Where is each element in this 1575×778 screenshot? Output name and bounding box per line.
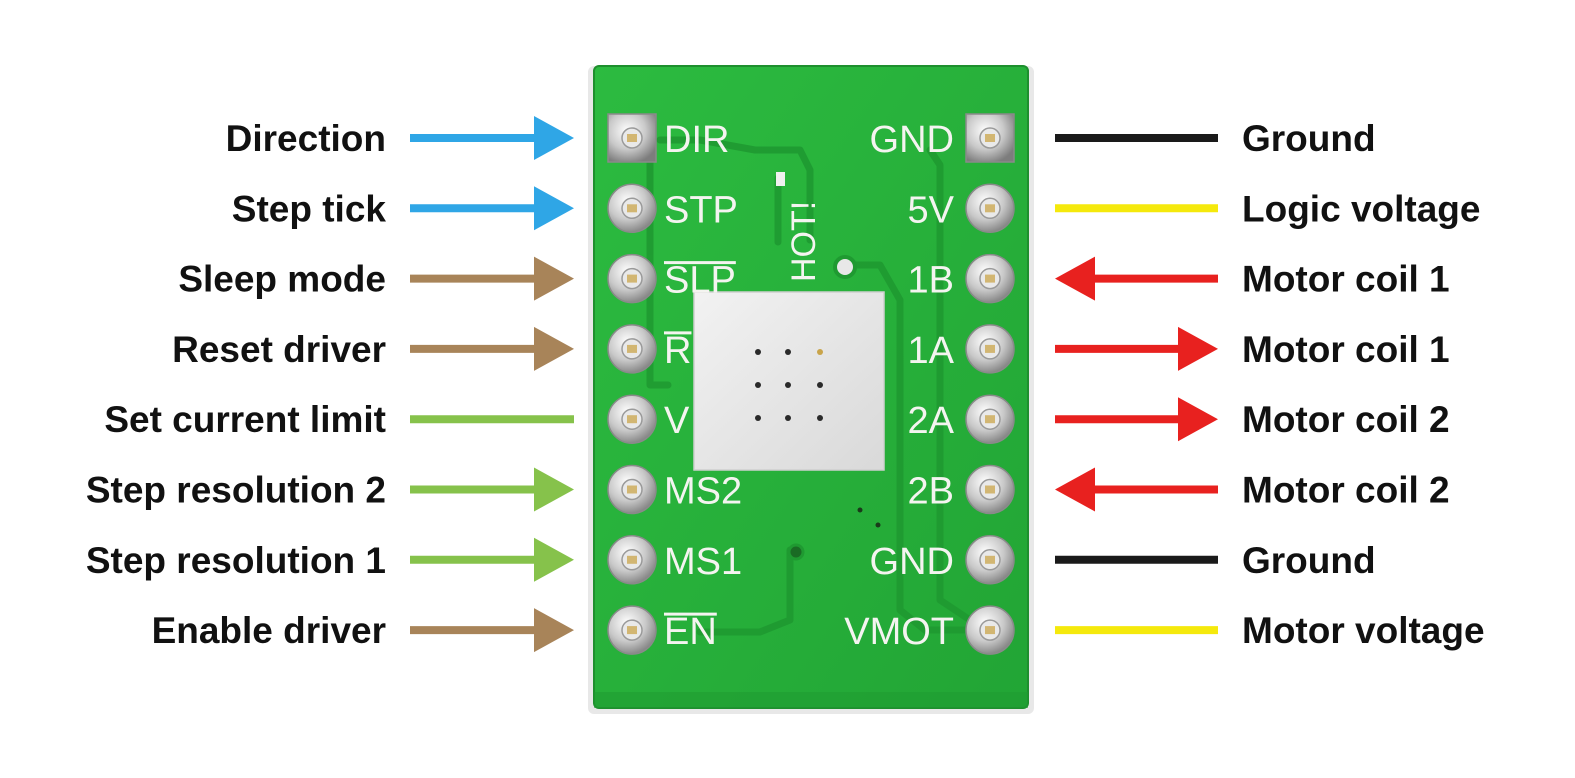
- pcb-bottom-edge: [594, 692, 1028, 708]
- via-small: [787, 543, 805, 561]
- smd-dot: [875, 522, 881, 528]
- connector-arrow: [410, 116, 574, 160]
- pin-description: Motor voltage: [1242, 610, 1485, 651]
- pin-pad: [607, 605, 657, 655]
- connector-arrow: [410, 537, 574, 582]
- pin-description: Step tick: [232, 188, 387, 229]
- smd-pad: [776, 172, 785, 186]
- pin-silkscreen-label: STP: [664, 189, 738, 231]
- connector-arrow: [410, 186, 574, 231]
- pin-pad: [965, 324, 1015, 374]
- pin-pad: [965, 535, 1015, 585]
- pin-description: Direction: [226, 118, 386, 159]
- pin-description: Step resolution 2: [86, 470, 386, 511]
- pin-pad: [965, 113, 1015, 163]
- connector-arrow: [410, 326, 574, 371]
- pin-pad: [607, 394, 657, 444]
- pin-description: Enable driver: [152, 610, 386, 651]
- pin-pad: [607, 535, 657, 585]
- pin-silkscreen-label: MS1: [664, 541, 742, 583]
- pin-description: Set current limit: [104, 399, 386, 440]
- connector-arrow: [1055, 326, 1218, 371]
- pcb-traces: [646, 134, 989, 636]
- connector-arrow: [1055, 467, 1218, 512]
- pin-silkscreen-label: 5V: [908, 189, 955, 231]
- pin-pad: [607, 253, 657, 304]
- pin-description: Motor coil 1: [1242, 259, 1450, 300]
- pin-silkscreen-label: DIR: [664, 119, 729, 161]
- pin-description: Ground: [1242, 118, 1376, 159]
- pin-description: Ground: [1242, 540, 1376, 581]
- pin-pad: [965, 394, 1015, 444]
- pin-pad: [607, 324, 657, 374]
- pin-description: Logic voltage: [1242, 188, 1480, 229]
- smd-dot: [857, 507, 863, 513]
- pin-description: Reset driver: [172, 329, 386, 370]
- pin-pad: [965, 253, 1015, 304]
- pin-pad: [607, 464, 657, 515]
- pin-silkscreen-label: MS2: [664, 471, 742, 513]
- pin-silkscreen-label: EN: [664, 611, 717, 653]
- connector-arrow: [410, 608, 574, 653]
- pin-description: Step resolution 1: [86, 540, 386, 581]
- pin-silkscreen-label: 2B: [908, 471, 954, 513]
- pin-description: Sleep mode: [178, 259, 386, 300]
- pin-silkscreen-label: 2A: [908, 400, 955, 442]
- silkscreen-hot-label: HOT!: [785, 201, 823, 282]
- pin-pad: [965, 464, 1015, 515]
- pin-silkscreen-label: V: [664, 400, 690, 442]
- connector-arrow: [410, 256, 574, 301]
- pin-description: Motor coil 2: [1242, 470, 1450, 511]
- pin-silkscreen-label: VMOT: [844, 611, 954, 653]
- connector-arrow: [1055, 256, 1218, 301]
- pin-pad: [965, 183, 1015, 234]
- pin-description: Motor coil 2: [1242, 399, 1450, 440]
- pin-description: Motor coil 1: [1242, 329, 1450, 370]
- pin-pad: [607, 183, 657, 234]
- pin-silkscreen-label: 1A: [908, 330, 955, 372]
- via-hole: [833, 255, 857, 279]
- pin-silkscreen-label: SLP: [664, 260, 736, 302]
- pin-silkscreen-label: 1B: [908, 260, 954, 302]
- pin-silkscreen-label: GND: [870, 541, 954, 583]
- heatsink-pad: [693, 291, 885, 471]
- thermal-vias: [755, 349, 823, 421]
- pin-pad: [607, 113, 657, 163]
- pin-pad: [965, 605, 1015, 655]
- pin-silkscreen-label: R: [664, 330, 691, 372]
- connector-arrow: [1055, 397, 1218, 442]
- connector-arrow: [410, 467, 574, 512]
- pin-silkscreen-label: GND: [870, 119, 954, 161]
